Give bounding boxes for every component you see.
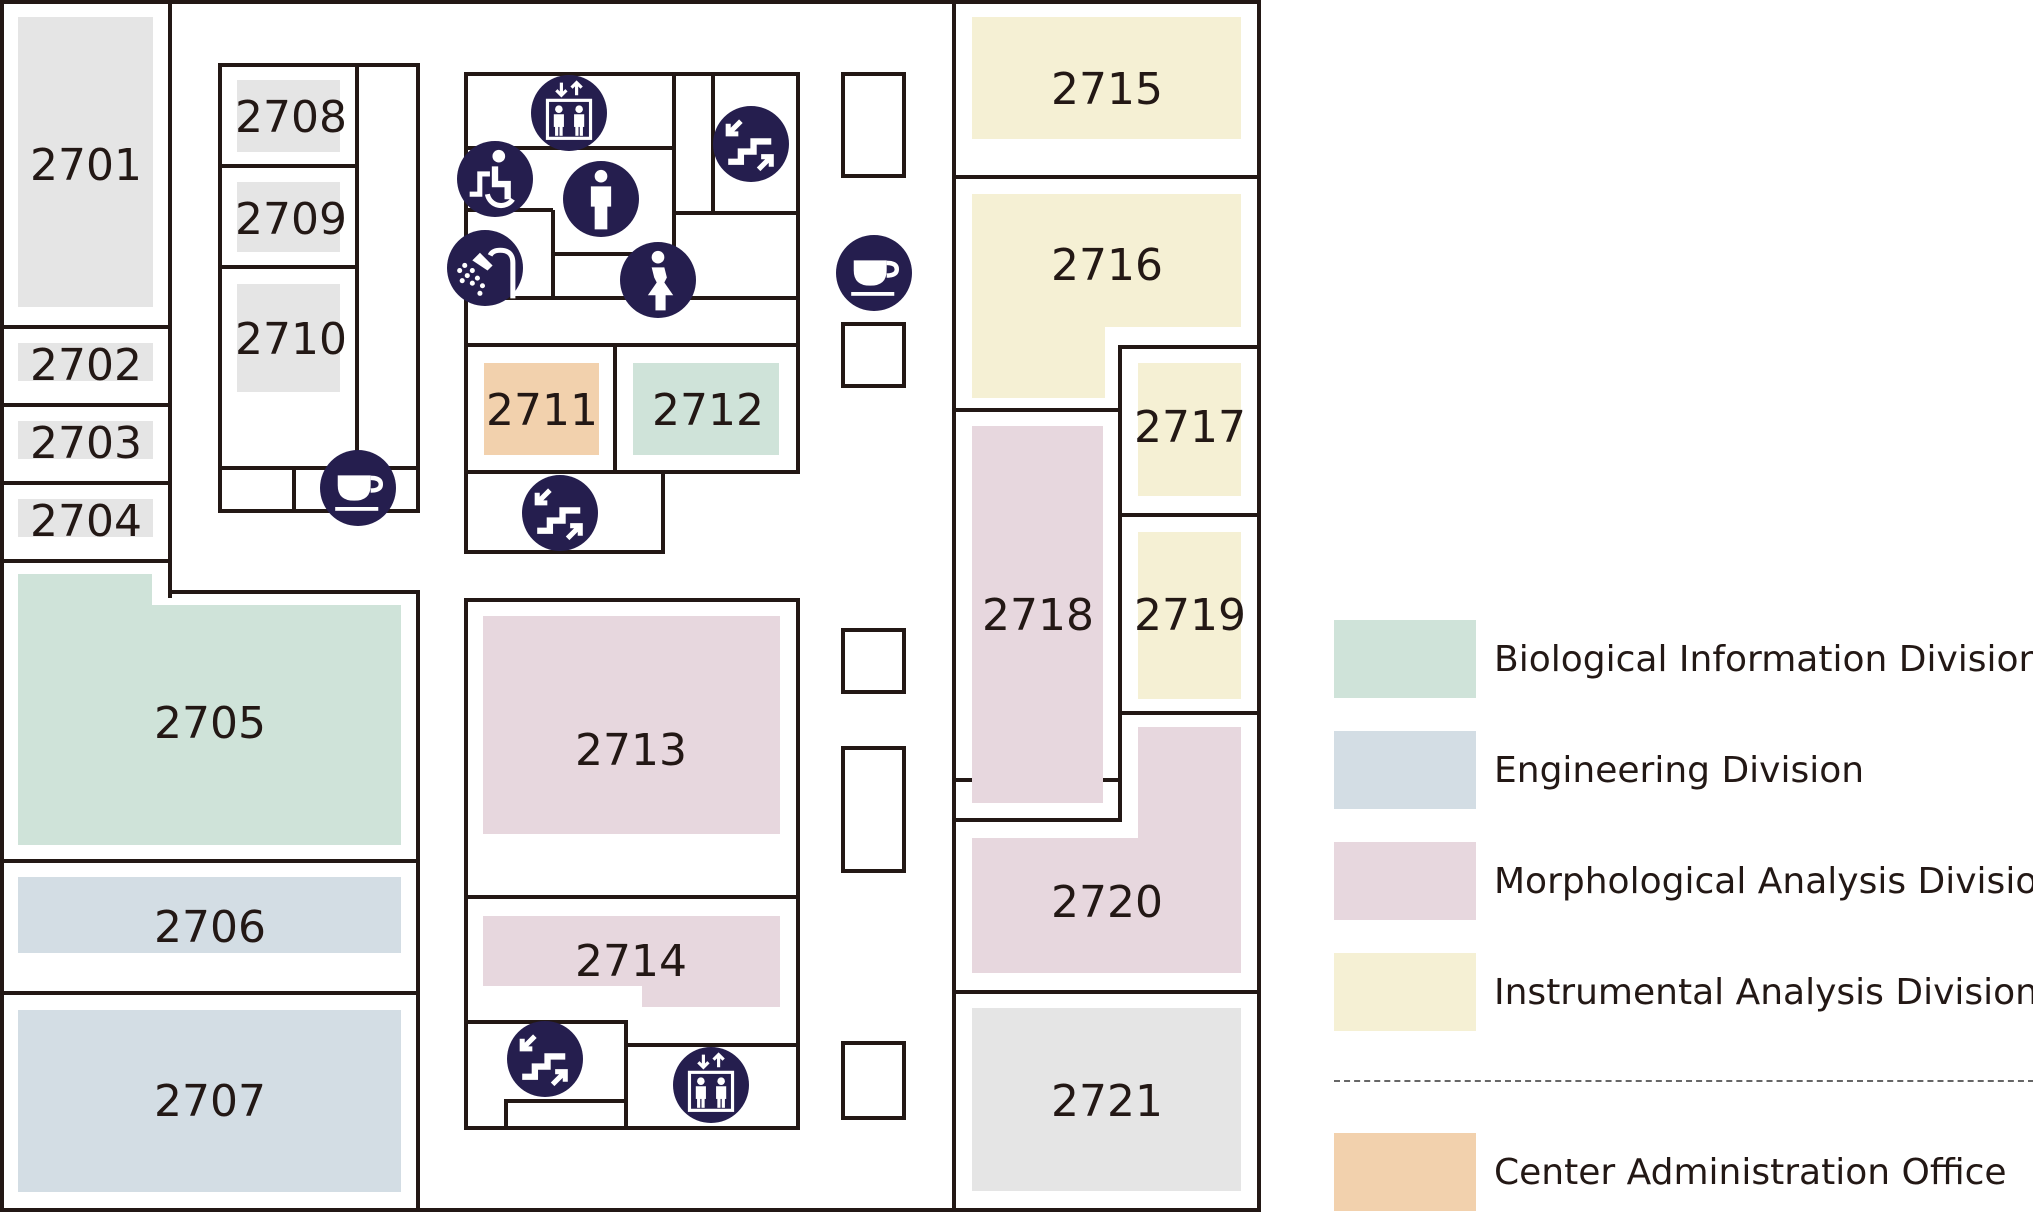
coffee-icon	[836, 235, 912, 311]
room-label: 2716	[1051, 240, 1163, 291]
room-label: 2713	[575, 725, 687, 776]
room-2701[interactable]: 2701	[0, 0, 172, 329]
legend-swatch	[1334, 842, 1476, 920]
legend-item-biological: Biological Information Division	[1334, 620, 2033, 698]
legend-label: Morphological Analysis Division	[1494, 860, 2033, 902]
pillar	[841, 628, 906, 694]
room-2712[interactable]: 2712	[633, 363, 779, 455]
elevator-icon	[673, 1047, 749, 1123]
room-label: 2719	[1134, 590, 1246, 641]
room-2706[interactable]: 2706	[0, 859, 420, 995]
legend-swatch	[1334, 1133, 1476, 1211]
room-2711[interactable]: 2711	[484, 363, 599, 455]
legend-item-admin: Center Administration Office	[1334, 1133, 2007, 1211]
room-2705[interactable]: 2705	[0, 559, 420, 863]
stairs-icon	[522, 475, 598, 551]
legend-swatch	[1334, 953, 1476, 1031]
legend-label: Center Administration Office	[1494, 1151, 2007, 1193]
room-2721[interactable]: 2721	[952, 990, 1261, 1212]
coffee-icon	[320, 450, 396, 526]
room-label: 2706	[154, 902, 266, 953]
room-label: 2711	[486, 385, 598, 436]
pillar	[841, 1041, 906, 1120]
room-2715[interactable]: 2715	[952, 0, 1261, 179]
accessible-toilet-icon	[457, 141, 533, 217]
room-label: 2721	[1051, 1076, 1163, 1127]
room-label: 2712	[652, 385, 764, 436]
legend-item-instrumental: Instrumental Analysis Division	[1334, 953, 2033, 1031]
room-2714[interactable]: 2714	[483, 916, 780, 1007]
room-2703[interactable]: 2703	[0, 403, 172, 485]
room-2710[interactable]: 2710	[218, 265, 359, 470]
legend-label: Instrumental Analysis Division	[1494, 971, 2033, 1013]
floor-plan: 2701 2702 2703 2704 2705 2706 2707 2708	[0, 0, 1261, 1212]
room-2704[interactable]: 2704	[0, 481, 172, 563]
room-2717[interactable]: 2717	[1118, 345, 1261, 517]
room-label: 2703	[30, 418, 142, 469]
legend-label: Biological Information Division	[1494, 638, 2033, 680]
elevator-icon	[531, 75, 607, 151]
stairs-icon	[507, 1021, 583, 1097]
room-label: 2705	[154, 698, 266, 749]
stairs-icon	[713, 106, 789, 182]
room-2708[interactable]: 2708	[218, 63, 359, 168]
legend-label: Engineering Division	[1494, 749, 1865, 791]
legend-item-engineering: Engineering Division	[1334, 731, 1864, 809]
room-fill	[18, 17, 153, 307]
room-label: 2710	[235, 314, 347, 365]
room-label: 2707	[154, 1076, 266, 1127]
room-2719[interactable]: 2719	[1118, 513, 1261, 715]
room-2707[interactable]: 2707	[0, 991, 420, 1212]
legend-swatch	[1334, 731, 1476, 809]
pillar	[841, 72, 906, 178]
room-label: 2708	[235, 92, 347, 143]
room-2713[interactable]: 2713	[464, 598, 800, 899]
legend-swatch	[1334, 620, 1476, 698]
room-label: 2704	[30, 496, 142, 547]
mens-toilet-icon	[563, 161, 639, 237]
room-label: 2702	[30, 340, 142, 391]
room-label: 2709	[235, 194, 347, 245]
room-label: 2717	[1134, 402, 1246, 453]
womens-toilet-icon	[620, 242, 696, 318]
room-2702[interactable]: 2702	[0, 325, 172, 407]
room-2709[interactable]: 2709	[218, 164, 359, 269]
room-2718[interactable]: 2718	[952, 408, 1122, 803]
legend-divider	[1334, 1080, 2033, 1082]
room-label: 2714	[575, 936, 687, 987]
legend-item-morphological: Morphological Analysis Division	[1334, 842, 2033, 920]
pillar	[841, 746, 906, 873]
room-label: 2718	[982, 590, 1094, 641]
pillar	[841, 322, 906, 388]
room-label: 2715	[1051, 64, 1163, 115]
room-label: 2701	[30, 140, 142, 191]
room-label: 2720	[1051, 877, 1163, 928]
shower-icon	[447, 230, 523, 306]
